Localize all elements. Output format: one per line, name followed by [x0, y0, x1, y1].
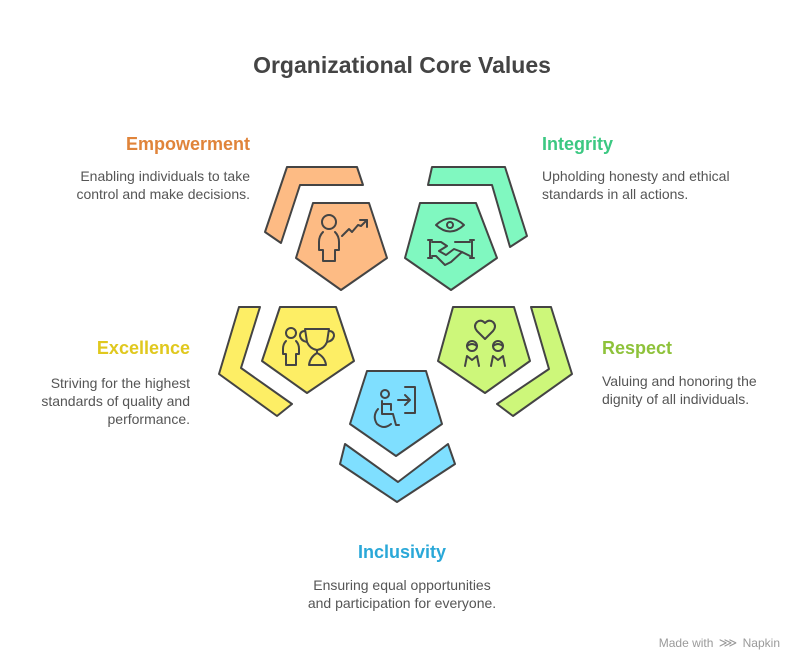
- inclusivity-description: Ensuring equal opportunities and partici…: [232, 576, 572, 612]
- person-growth-arrow-icon: [318, 214, 368, 262]
- integrity-description: Upholding honesty and ethical standards …: [542, 167, 772, 203]
- integrity-title: Integrity: [542, 134, 614, 154]
- integrity-segment: [404, 166, 528, 291]
- excellence-chevron: [218, 306, 293, 417]
- two-people-heart-icon: [464, 319, 506, 367]
- excellence-description: Striving for the highest standards of qu…: [10, 374, 190, 428]
- excellence-description-line: standards of quality and: [41, 393, 190, 409]
- excellence-description-line: performance.: [107, 411, 190, 427]
- inclusivity-description-line: and participation for everyone.: [307, 595, 497, 611]
- eye-handshake-icon: [427, 217, 475, 266]
- inclusivity-pentagon: [349, 370, 443, 457]
- excellence-pentagon: [261, 306, 355, 394]
- empowerment-pentagon: [295, 202, 388, 291]
- respect-description: Valuing and honoring the dignity of all …: [602, 372, 802, 408]
- integrity-chevron: [427, 166, 528, 248]
- excellence-description-line: Striving for the highest: [50, 375, 190, 391]
- integrity-description-line: Upholding honesty and ethical: [542, 168, 730, 184]
- excellence-segment: [218, 306, 355, 417]
- wheelchair-enter-icon: [373, 386, 416, 428]
- person-trophy-icon: [282, 327, 335, 366]
- excellence-title: Excellence: [96, 338, 190, 358]
- made-with-napkin: Made with ⋙ Napkin: [659, 635, 780, 651]
- empowerment-title: Empowerment: [125, 134, 250, 154]
- made-with-label: Made with: [658, 636, 714, 650]
- napkin-brand: Napkin: [742, 636, 780, 650]
- inclusivity-title: Inclusivity: [357, 542, 447, 562]
- inclusivity-segment: [339, 370, 456, 503]
- respect-description-line: Valuing and honoring the: [602, 373, 757, 389]
- empowerment-segment: [264, 166, 388, 291]
- inclusivity-description-line: Ensuring equal opportunities: [313, 577, 491, 593]
- empowerment-description-line: Enabling individuals to take: [80, 168, 250, 184]
- integrity-description-line: standards in all actions.: [542, 186, 689, 202]
- empowerment-description-line: control and make decisions.: [76, 186, 250, 202]
- inclusivity-chevron: [339, 443, 456, 503]
- diagram-title: Organizational Core Values: [253, 52, 551, 78]
- respect-description-line: dignity of all individuals.: [602, 391, 750, 407]
- empowerment-chevron: [264, 166, 364, 244]
- respect-segment: [437, 306, 573, 417]
- respect-title: Respect: [602, 338, 673, 358]
- empowerment-description: Enabling individuals to take control and…: [40, 167, 250, 203]
- respect-chevron: [496, 306, 573, 417]
- respect-pentagon: [437, 306, 531, 394]
- napkin-logo-icon: ⋙: [718, 635, 738, 650]
- integrity-pentagon: [404, 202, 498, 291]
